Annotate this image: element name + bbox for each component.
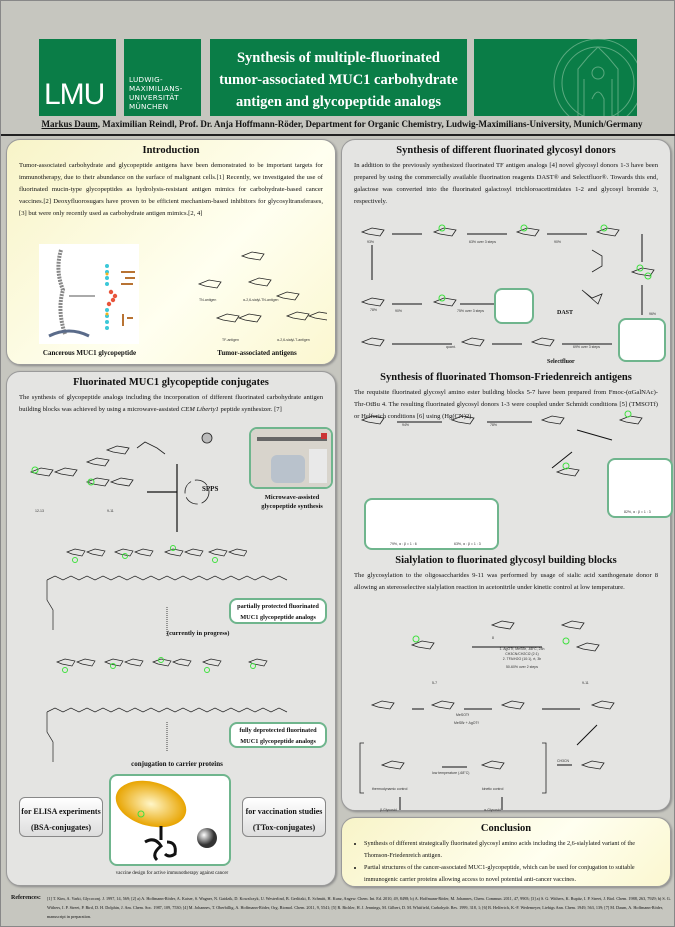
scheme-label: quant. <box>446 345 456 349</box>
tf-synthesis-scheme <box>360 410 643 477</box>
muc1-conjugates-panel: Fluorinated MUC1 glycopeptide conjugates… <box>6 371 336 886</box>
university-seal-icon <box>474 39 637 116</box>
vaccination-box: for vaccination studies(TTox-conjugates) <box>242 797 326 837</box>
vaccine-caption: vaccine design for active immunotherapy … <box>115 871 229 876</box>
compounds-5-6-box <box>364 498 499 550</box>
scheme-label: 78% <box>490 423 498 427</box>
scheme-label: 79%, α : β = 1 : 6 <box>390 542 417 546</box>
selectfluor-label: Selectfluor <box>547 359 575 365</box>
introduction-text: Tumor-associated carbohydrate and glycop… <box>19 162 323 217</box>
header-divider <box>1 134 675 136</box>
scheme-label: 90% <box>554 240 562 244</box>
conclusion-bullet: Synthesis of different strategically flu… <box>364 838 656 862</box>
uni-line: MÜNCHEN <box>129 102 169 111</box>
sialylation-heading: Sialylation to fluorinated glycosyl buil… <box>395 555 617 566</box>
tf-text: The requisite fluorinated glycosyl amino… <box>354 389 658 420</box>
tf-heading: Synthesis of fluorinated Thomson-Frieden… <box>380 372 632 383</box>
conclusion-panel: Conclusion Synthesis of different strate… <box>341 817 671 887</box>
scheme-label: 82%, α : β = 1 : 3 <box>624 510 651 514</box>
university-name: LUDWIG- MAXIMILIANS- UNIVERSITÄT MÜNCHEN <box>124 39 201 116</box>
scheme-label: kinetic control <box>482 787 504 791</box>
elisa-box: for ELISA experiments(BSA-conjugates) <box>19 797 103 837</box>
donor-synthesis-scheme <box>360 224 655 347</box>
caption-muc1: Cancerous MUC1 glycopeptide <box>42 349 137 357</box>
muc1-text: The synthesis of glycopeptide analogs in… <box>19 394 323 413</box>
scheme-label: 78% <box>370 308 378 312</box>
uni-line: LUDWIG- <box>129 75 163 84</box>
tumor-antigens-figure <box>197 251 327 323</box>
conjugation-label: conjugation to carrier proteins <box>131 760 223 768</box>
compound-7-box <box>607 458 673 518</box>
scheme-label: MeSBr + AgOTf <box>454 721 479 725</box>
sialylation-text: The glycosylation to the oligosaccharide… <box>354 572 658 591</box>
scheme-label: low temperature (-68°C) <box>432 771 470 775</box>
uni-line: UNIVERSITÄT <box>129 93 179 102</box>
glycopeptide-scheme <box>46 575 288 762</box>
scheme-label: 96% <box>649 312 657 316</box>
scheme-label: 94% <box>402 423 410 427</box>
building-blocks-scheme <box>29 432 247 563</box>
photo-caption: Microwave-assisted glycopeptide synthesi… <box>261 494 323 510</box>
scheme-label: 63% over 3 steps <box>469 240 497 244</box>
scheme-label: 69% over 3 steps <box>573 345 601 349</box>
synthesis-panel: Synthesis of different fluorinated glyco… <box>341 139 673 812</box>
muc1-glycopeptide-figure <box>39 244 139 344</box>
fully-deprotected-label: fully deprotected fluorinated MUC1 glyco… <box>229 722 327 748</box>
scheme-label: 5-7 <box>432 681 438 685</box>
scheme-label: TN-antigen <box>199 298 217 302</box>
spps-label: SPPS <box>202 485 219 493</box>
scheme-label: 93% <box>367 240 375 244</box>
lmu-logo: LMU <box>39 39 116 116</box>
scheme-label: 63%, α : β = 1 : 3 <box>454 542 481 546</box>
synthesizer-photo <box>249 427 333 489</box>
introduction-panel: Introduction Tumor-associated carbohydra… <box>6 139 336 365</box>
caption-antigens: Tumor-associated antigens <box>217 349 297 357</box>
scheme-label: 8 <box>492 636 494 640</box>
muc1-heading: Fluorinated MUC1 glycopeptide conjugates <box>73 377 269 388</box>
references-heading: References: <box>11 895 41 901</box>
scheme-label: 9-11 <box>107 509 114 513</box>
scheme-label: α-2,6-sialyl-T-antigen <box>277 338 310 342</box>
compound-1-2-box <box>618 318 666 362</box>
sialylation-scheme <box>359 620 615 810</box>
scheme-label: 90% <box>395 309 403 313</box>
partial-protected-label: partially protected fluorinated MUC1 gly… <box>229 598 327 624</box>
scheme-label: 9-11 <box>582 681 589 685</box>
author-line: Markus Daum, Maximilian Reindl, Prof. Dr… <box>41 119 643 129</box>
conclusion-heading: Conclusion <box>480 823 532 834</box>
conclusion-bullet: Partial structures of the cancer-associa… <box>364 862 656 886</box>
scheme-label: β-Glycosid <box>380 808 397 812</box>
scheme-label: α-2,6-sialyl-TN-antigen <box>243 298 279 302</box>
vaccine-design-figure <box>109 774 231 866</box>
compound-3-box <box>494 288 534 324</box>
in-progress-label: (currently in progress) <box>167 630 230 637</box>
references-text: [1] T. Kim, A. Varki, Glycoconj. J. 1997… <box>47 896 671 919</box>
introduction-heading: Introduction <box>142 145 200 156</box>
scheme-label: 12-13 <box>35 509 44 513</box>
scheme-label: MeSOTf <box>456 713 470 717</box>
scheme-label: TF-antigen <box>222 338 239 342</box>
dast-label: DAST <box>557 310 574 316</box>
donors-heading: Synthesis of different fluorinated glyco… <box>396 145 616 156</box>
scheme-label: α-Glycosid <box>484 808 501 812</box>
scheme-label: CH3CN <box>557 759 570 763</box>
scheme-label: 75% over 3 steps <box>457 309 485 313</box>
references: References: [1] T. Kim, A. Varki, Glycoc… <box>11 894 671 921</box>
donors-text: In addition to the previously synthesize… <box>354 162 658 205</box>
uni-line: MAXIMILIANS- <box>129 84 183 93</box>
scheme-label: thermodynamic control <box>372 787 408 791</box>
